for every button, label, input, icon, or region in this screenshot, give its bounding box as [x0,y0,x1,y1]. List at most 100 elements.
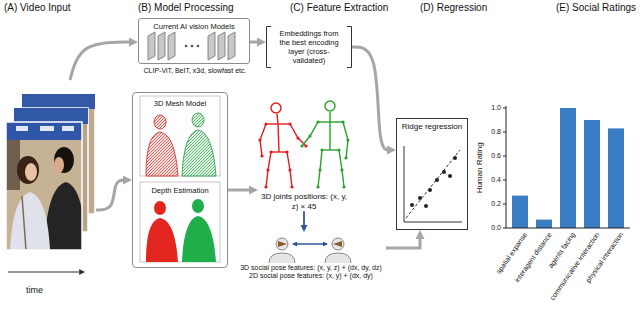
tick-label: 0.6 [491,152,501,160]
skeleton-green [302,122,318,146]
social-pose-features: 3D social pose features: (x, y, z) + (dx… [236,232,386,281]
skeleton-red [258,138,261,141]
skeleton-green [344,156,347,159]
social-pose-icon [333,241,342,247]
social-pose-icon [276,238,288,250]
panel-heading: (B) Model Processing [138,2,234,14]
label-slot: 0.4 [491,176,501,184]
skeleton-green [340,168,343,171]
panel-heading: (E) Social Ratings [556,2,636,14]
social-pose-icon [293,243,327,245]
scatter-plot [435,178,439,182]
panel-heading: (C) Feature Extraction [290,2,388,14]
skeleton-green [308,134,311,137]
scatter-plot [442,170,446,174]
mesh-panel [154,115,166,129]
axis-tick [503,132,506,133]
label-slot: 0.2 [491,200,501,208]
skeleton-red [290,185,293,188]
skeleton-green [300,101,349,189]
video-frames [22,94,95,109]
label-slot: (D) Regression [420,2,487,14]
label-slot: 0.8 [491,128,501,136]
text-slot: Current AI vision Models [142,22,246,31]
network-icon [158,32,165,60]
label-slot: 1.0 [491,104,501,112]
skeleton-red [266,152,271,187]
plot-title: Ridge regression [400,122,464,132]
network-icon [148,32,155,60]
skeleton-green [322,149,339,150]
network-icon [218,32,225,60]
skeleton-green [316,120,319,123]
bar [512,108,624,228]
text-slot: time [4,285,96,296]
video-frames [6,94,95,272]
social-pose-icon [269,253,295,263]
label-slot: 0.6 [491,152,501,160]
bar-chart [506,106,630,228]
connectors [70,42,420,248]
video-frame [62,126,74,131]
video-frame [6,122,82,250]
mesh-panel [140,96,220,176]
video-frame [16,126,28,131]
flow-arrow [352,47,390,150]
model-box: Current AI vision ModelsCLIP-ViT, BeIT, … [138,18,250,64]
skeleton-red [271,103,281,113]
axis-tick [503,180,506,181]
bar [560,108,576,228]
panel-title: 3D Mesh Model [133,99,227,108]
video-frame [10,192,50,250]
video-frame [25,163,37,181]
panel-title: Depth Estimation [133,186,227,195]
feature-arrow [303,211,305,227]
mesh-panel [192,113,204,127]
video-frame [6,122,82,140]
skeleton-red [285,150,288,153]
axis-tick [503,108,506,109]
video-frame [44,182,82,250]
text-slot: 2D social pose features: (x, y) + (dx, d… [236,272,386,280]
tick-label: 0.8 [491,128,501,136]
depth-panel [192,199,204,213]
skeleton-green [339,150,344,187]
axis-tick [503,204,506,205]
network-icon [228,32,235,60]
depth-panel [146,218,178,262]
skeleton-red [266,168,269,171]
scatter-plot [428,188,432,192]
video-frames [8,271,84,272]
model-list: CLIP-ViT, BeIT, x3d, slowfast etc. [133,67,257,75]
network-icon [148,32,235,60]
axis-tick [503,228,506,229]
joints-figure: 3D joints positions: (x, y, z) × 45 [258,94,350,211]
video-frame [54,147,74,173]
skeleton-red [260,154,263,157]
bar [584,120,600,228]
panel-heading: (A) Video Input [4,2,71,14]
depth-panel [154,201,166,215]
skeleton-red [287,152,292,187]
skeleton-green [300,144,303,147]
flow-arrow [228,189,252,192]
skeleton-green [337,148,340,151]
bar [512,196,528,228]
scatter-plot [424,204,428,208]
text-slot: Depth Estimation [133,186,227,195]
skeleton-green [318,168,321,171]
label-slot: (C) Feature Extraction [290,2,388,14]
scatter-plot [453,156,457,160]
label-slot: (A) Video Input [4,2,71,14]
video-frame [54,157,64,173]
social-pose-icon [325,253,351,263]
scatter-plot [406,150,460,218]
regression-plot: Ridge regression [396,118,468,230]
video-frames: time [4,80,96,306]
skeleton-red [258,103,307,189]
skeleton-red [304,144,307,147]
text-slot: 3D social pose features: (x, y, z) + (dx… [236,264,386,272]
mesh-panel [146,132,178,176]
